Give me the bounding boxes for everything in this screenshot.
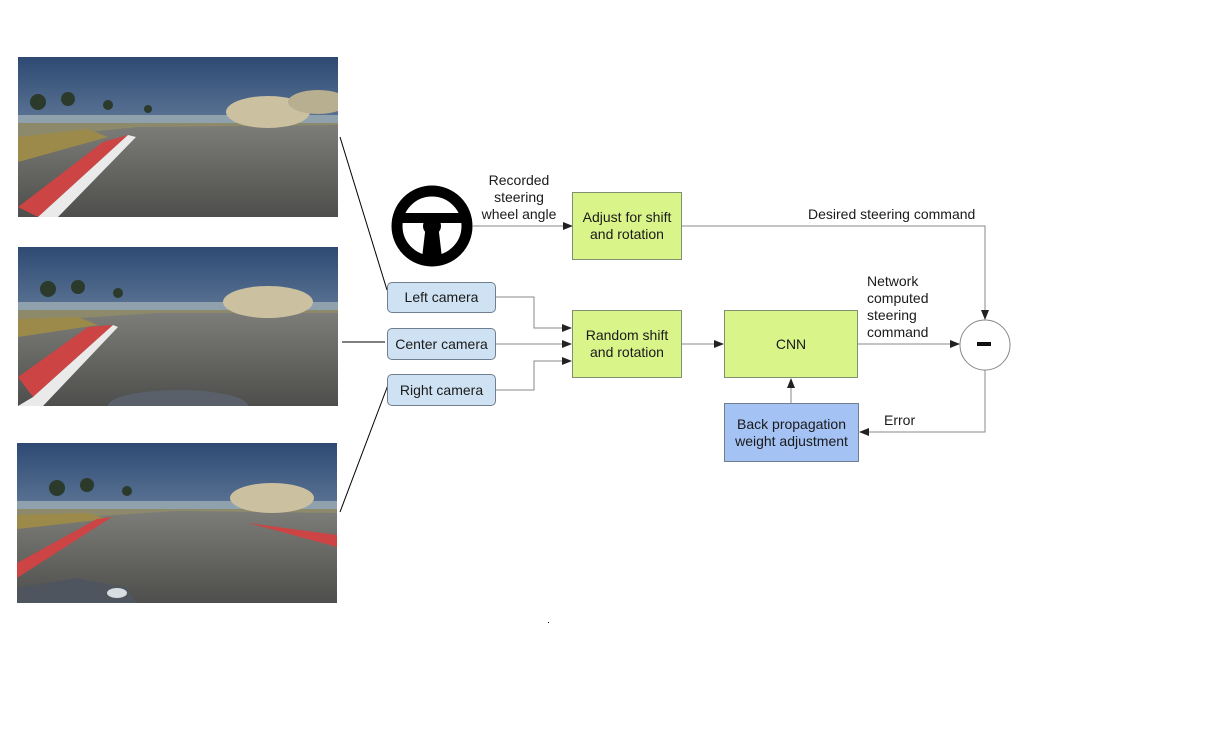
- steering-label-line1: Recorded: [488, 172, 550, 188]
- arrow-right-camera: [496, 357, 572, 391]
- error-label: Error: [884, 412, 916, 428]
- left-camera-photo: [18, 57, 338, 217]
- cnn-box[interactable]: CNN: [724, 310, 858, 378]
- right-camera-photo: [17, 443, 337, 603]
- network-label-line3: steering: [867, 307, 917, 323]
- steering-angle-label: Recorded steering wheel angle: [474, 172, 564, 223]
- network-label-line4: command: [867, 324, 929, 340]
- desired-command-label: Desired steering command: [808, 206, 976, 222]
- steering-label-line2: steering: [494, 189, 544, 205]
- network-command-label: Network computed steering command: [867, 273, 928, 341]
- subtract-node: [959, 319, 1011, 371]
- right-camera-box[interactable]: Right camera: [387, 374, 496, 406]
- steering-wheel-icon: [391, 185, 473, 267]
- left-camera-box[interactable]: Left camera: [387, 282, 496, 313]
- random-shift-rotation-box[interactable]: Random shift and rotation: [572, 310, 682, 378]
- network-label-line2: computed: [867, 290, 929, 306]
- center-camera-photo: [18, 247, 338, 406]
- arrow-desired-command: [682, 225, 989, 320]
- steering-label-line3: wheel angle: [481, 206, 557, 222]
- network-label-line1: Network: [867, 273, 919, 289]
- photo-link-right: [339, 384, 389, 513]
- center-camera-box[interactable]: Center camera: [387, 328, 496, 360]
- backprop-box[interactable]: Back propagation weight adjustment: [724, 403, 859, 462]
- adjust-shift-rotation-box[interactable]: Adjust for shift and rotation: [572, 192, 682, 260]
- arrow-error: [859, 370, 986, 436]
- photo-link-left: [339, 136, 388, 291]
- arrow-left-camera: [496, 296, 572, 332]
